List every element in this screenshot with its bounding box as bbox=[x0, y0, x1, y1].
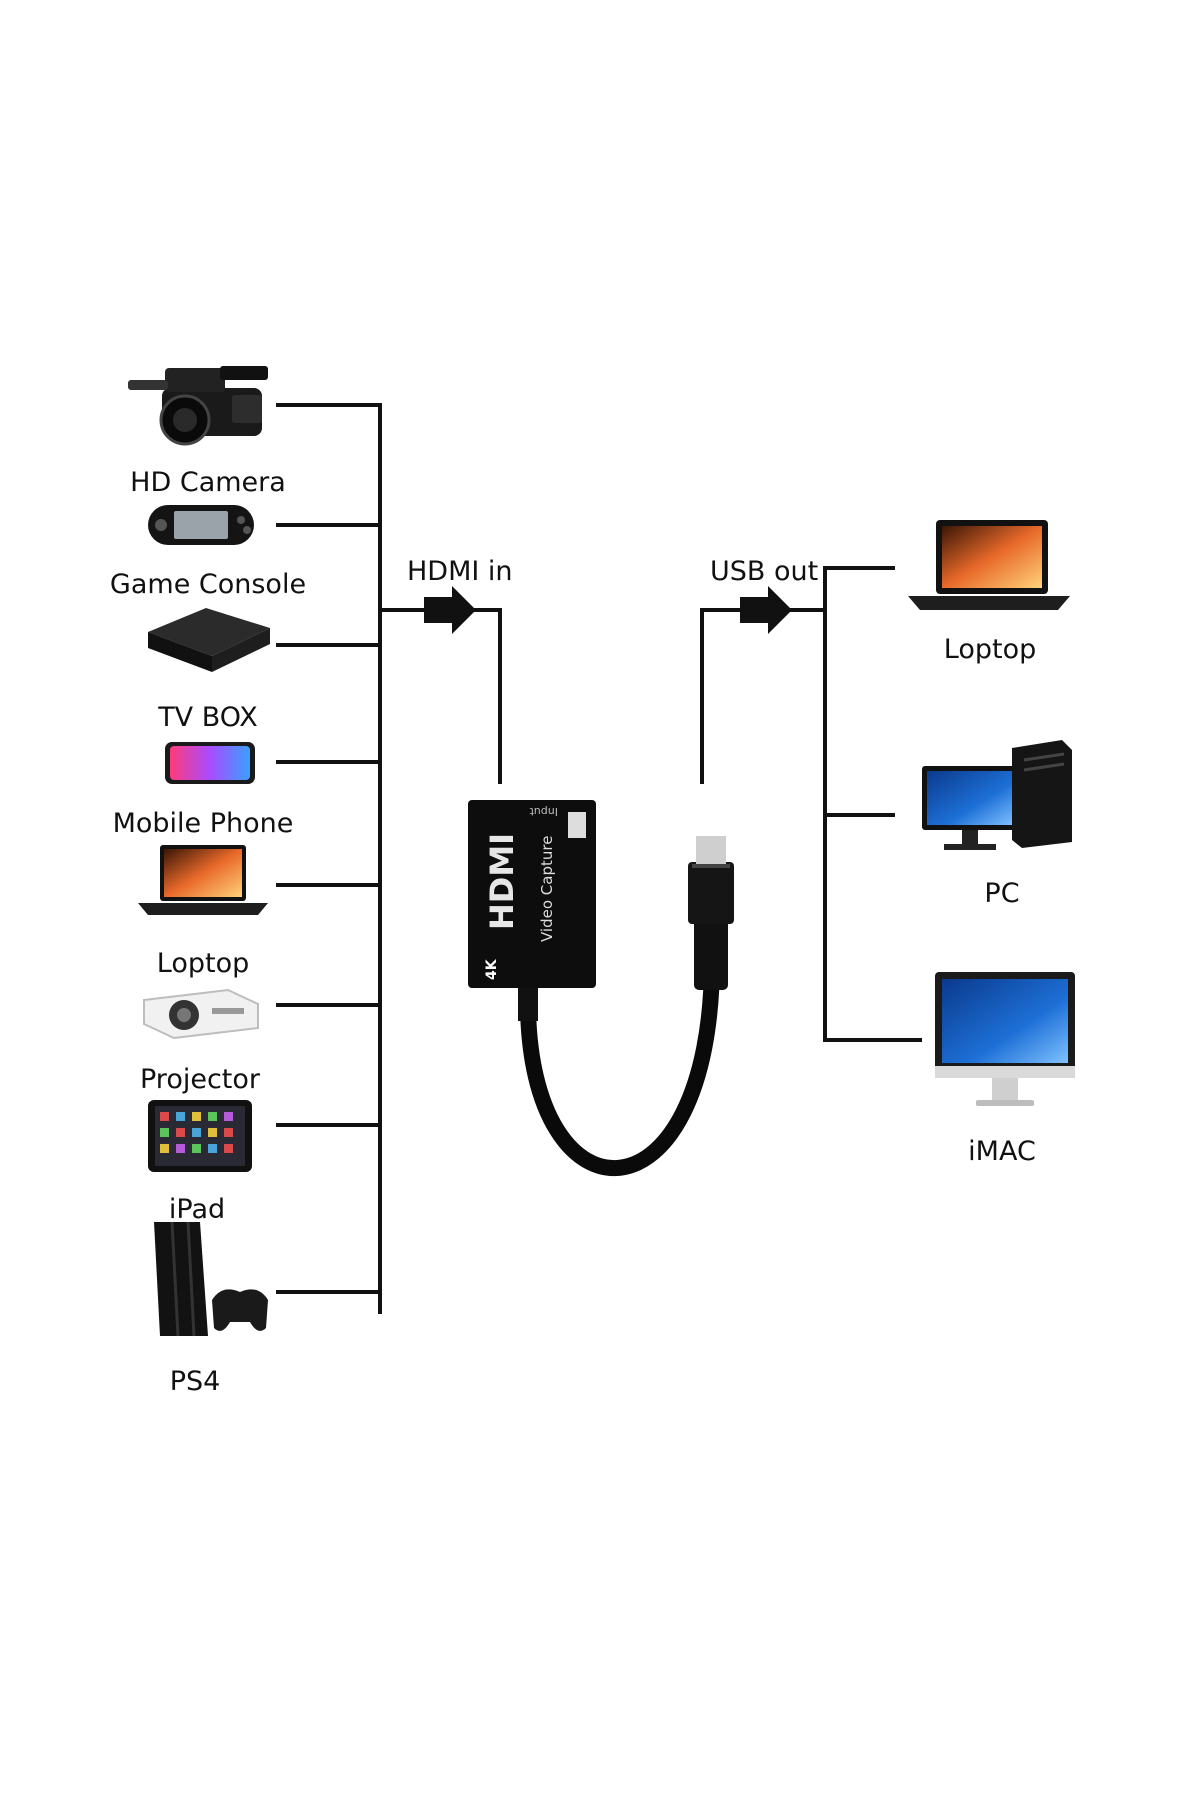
imac-icon bbox=[935, 972, 1075, 1106]
input-label-hd-camera: HD Camera bbox=[130, 467, 286, 498]
capture-brand-text: HDMI bbox=[483, 833, 521, 930]
handheld-console-icon bbox=[148, 505, 254, 545]
video-capture-card-icon bbox=[468, 800, 734, 1177]
input-label-projector: Projector bbox=[140, 1064, 260, 1095]
input-label-mobile-phone: Mobile Phone bbox=[112, 808, 294, 839]
mobile-phone-icon bbox=[165, 742, 255, 784]
capture-badge-text: 4K bbox=[484, 958, 500, 980]
output-label-imac: iMAC bbox=[968, 1136, 1036, 1167]
input-label-tv-box: TV BOX bbox=[158, 702, 258, 733]
output-label-loptop: Loptop bbox=[943, 634, 1037, 665]
laptop-icon bbox=[138, 845, 268, 915]
game-console-icon bbox=[154, 1221, 268, 1337]
laptop-icon bbox=[908, 520, 1070, 610]
video-camera-icon bbox=[128, 366, 268, 446]
input-label-ipad: iPad bbox=[168, 1194, 226, 1225]
usb-out-arrow-icon bbox=[740, 586, 792, 634]
usb-out-label: USB out bbox=[710, 556, 819, 587]
tablet-icon bbox=[148, 1100, 252, 1172]
desktop-pc-icon bbox=[922, 740, 1072, 850]
hdmi-in-label: HDMI in bbox=[407, 556, 513, 587]
projector-icon bbox=[143, 988, 259, 1040]
input-label-loptop: Loptop bbox=[156, 948, 250, 979]
input-label-game-console: Game Console bbox=[109, 569, 307, 600]
capture-name-text: Video Capture bbox=[538, 836, 556, 942]
hdmi-in-arrow-icon bbox=[424, 586, 476, 634]
input-label-ps4: PS4 bbox=[169, 1366, 221, 1397]
tv-box-icon bbox=[148, 608, 270, 672]
capture-port-text: Input bbox=[529, 805, 558, 818]
input-bus-lines bbox=[276, 403, 502, 1314]
output-label-pc: PC bbox=[984, 878, 1020, 909]
output-bus-lines bbox=[700, 566, 922, 1042]
